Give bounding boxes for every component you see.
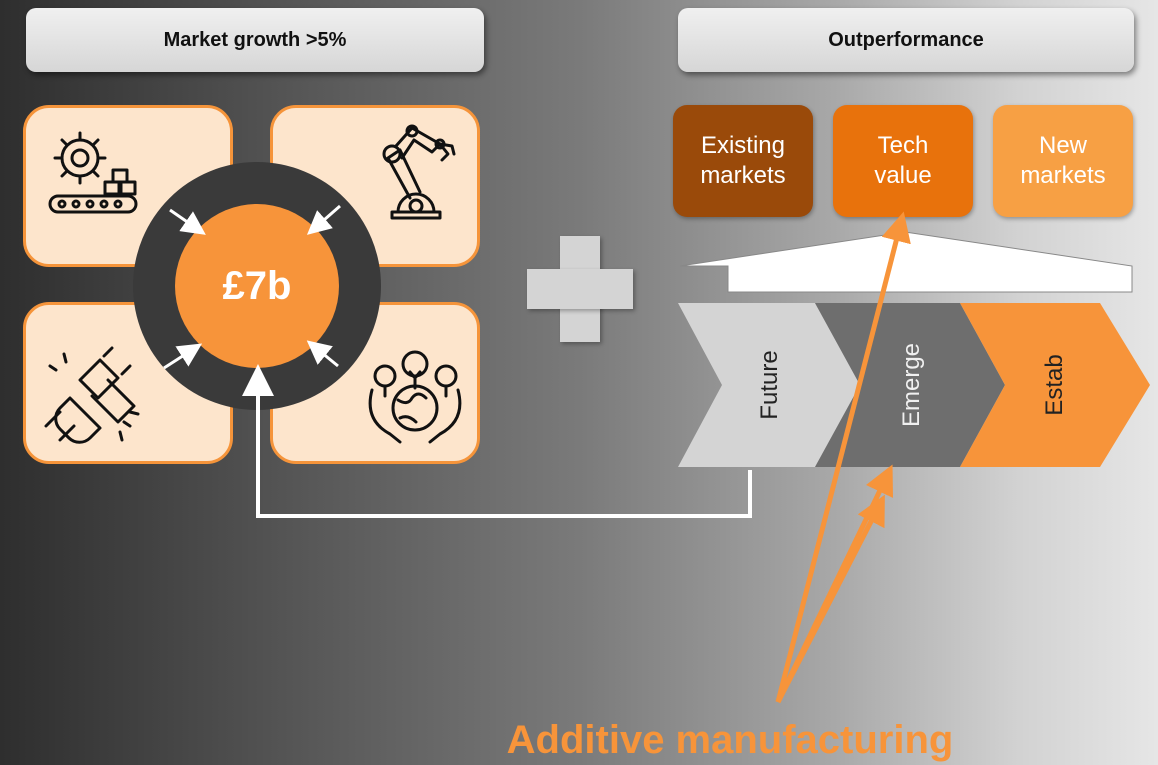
- chevron-emerge: [815, 303, 1005, 467]
- stage-estab-label: Estab: [1041, 354, 1068, 416]
- market-growth-label: Market growth >5%: [163, 28, 347, 51]
- outperformance-header: Outperformance: [678, 8, 1134, 72]
- existing-markets-line2: markets: [700, 162, 786, 189]
- factory-gear-conveyor-icon: [48, 131, 138, 214]
- new-markets-line1: New: [1038, 132, 1087, 159]
- tech-value-line1: Tech: [877, 132, 929, 159]
- chevron-estab: [960, 303, 1150, 467]
- arrow-from-industry: [169, 208, 206, 235]
- market-growth-header: Market growth >5%: [26, 8, 484, 72]
- existing-markets-box: Existing markets: [673, 105, 813, 217]
- arrow-from-robotics: [306, 204, 341, 235]
- market-value-label: £7b: [222, 263, 292, 308]
- arrow-from-electrification: [163, 343, 203, 370]
- new-markets-box: New markets: [993, 105, 1133, 217]
- plus-sign-horizontal: [527, 269, 633, 309]
- feedback-connector: [242, 364, 752, 518]
- additive-manufacturing-title: Additive manufacturing: [506, 718, 954, 762]
- stage-emerge-label: Emerge: [898, 342, 925, 428]
- am-arrow-to-tech-value: [775, 211, 911, 703]
- chevron-future: [678, 303, 860, 467]
- am-arrow-to-emerge-b: [775, 494, 885, 704]
- stage-future-label: Future: [756, 350, 783, 420]
- new-markets-line2: markets: [1020, 162, 1106, 189]
- hands-earth-trees-icon: [368, 350, 462, 444]
- existing-markets-line1: Existing: [700, 132, 786, 159]
- electric-plug-icon: [44, 346, 140, 444]
- robotic-arm-icon: [382, 124, 456, 220]
- arrow-from-sustainability: [306, 340, 339, 368]
- tech-value-line2: value: [874, 162, 932, 189]
- outperformance-label: Outperformance: [828, 28, 984, 51]
- outperformance-up-arrow: [679, 231, 1133, 293]
- tech-value-box: Tech value: [833, 105, 973, 217]
